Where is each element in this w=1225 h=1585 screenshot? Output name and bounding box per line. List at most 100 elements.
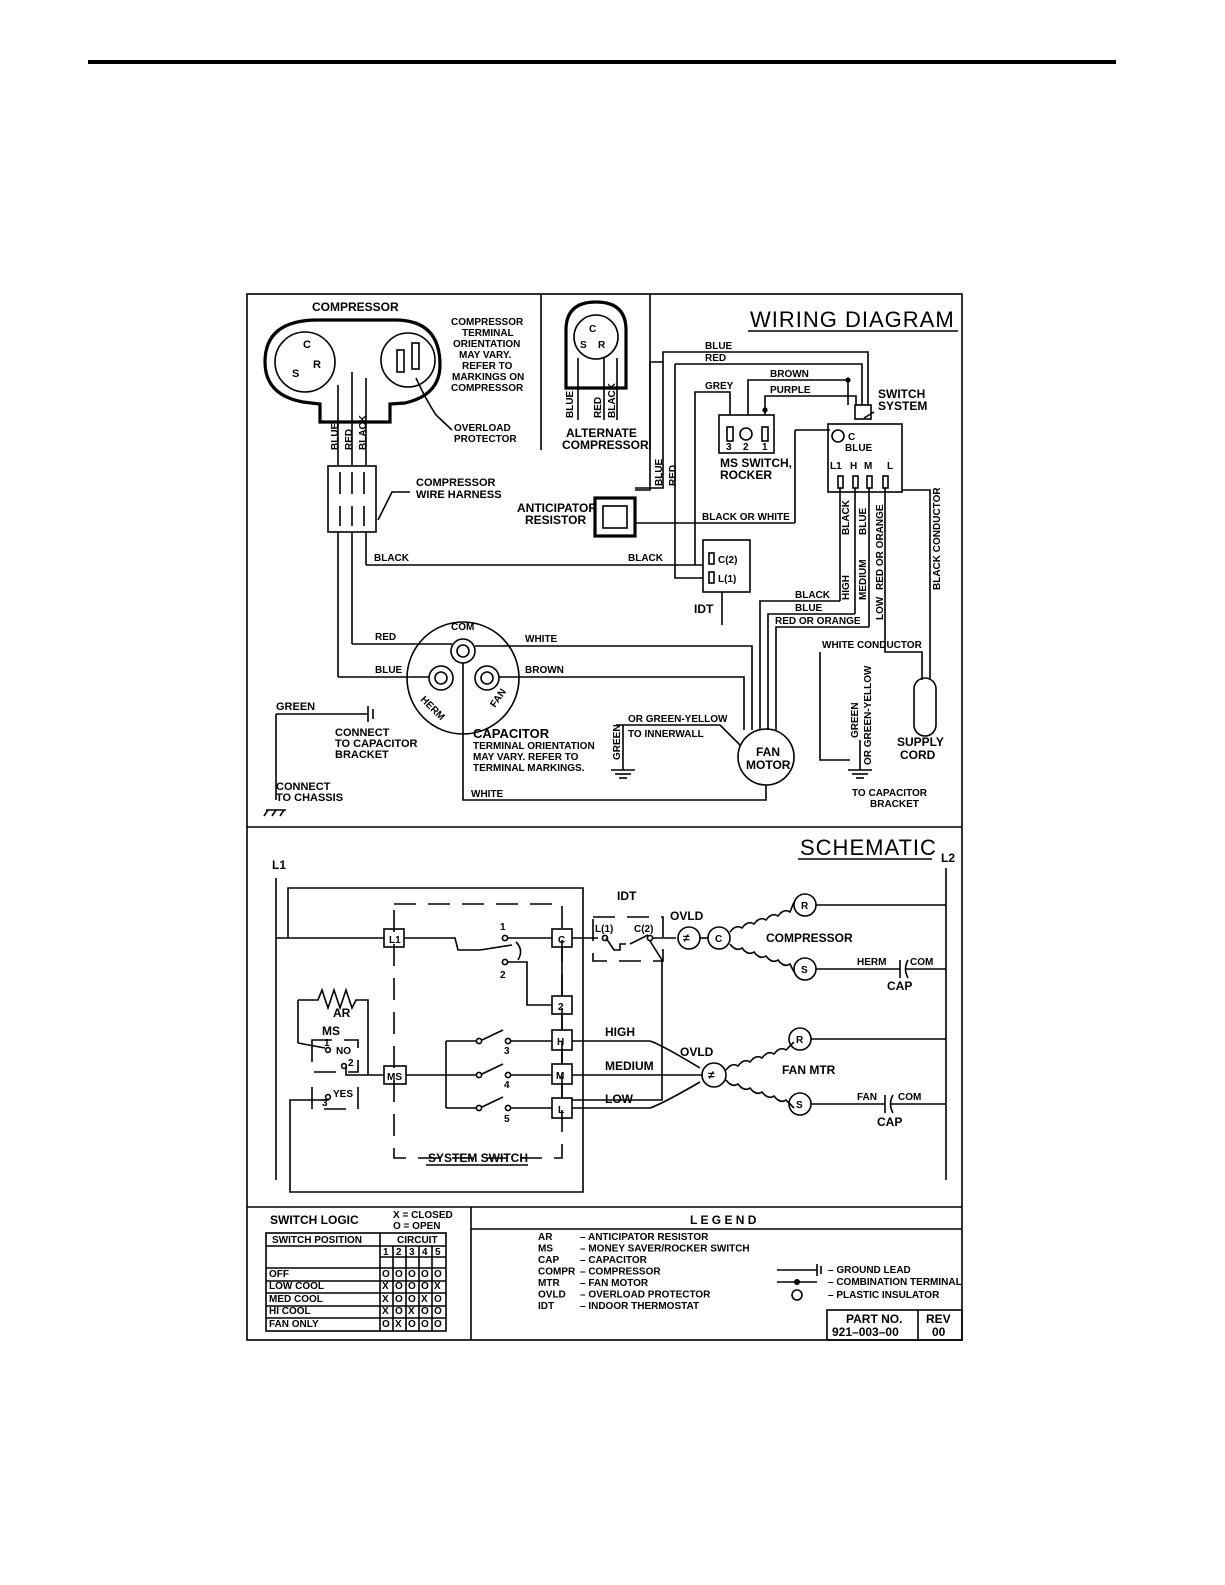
wire-brown — [499, 676, 745, 730]
switch-blue-label: BLUE — [845, 443, 873, 454]
fan-cap-label: CAP — [877, 1115, 902, 1129]
key-open: O = OPEN — [393, 1221, 441, 1232]
contact-point — [601, 934, 609, 942]
circuit-state-cell: O — [408, 1281, 416, 1292]
circuit-state-cell: X — [382, 1281, 389, 1292]
cap-herm-label: HERM — [857, 957, 886, 968]
compressor-run-label: R — [801, 901, 809, 912]
wire-label-red: RED — [668, 465, 679, 486]
alt-compressor-label: ALTERNATE COMPRESSOR — [562, 426, 649, 452]
green-yellow-label: OR GREEN-YELLOW — [863, 665, 874, 765]
contact-1: 1 — [500, 922, 506, 933]
cap-fan-terminal — [474, 665, 500, 691]
circuit-header: 5 — [435, 1247, 441, 1258]
switch-c-terminal — [831, 429, 845, 443]
low-label: LOW — [605, 1092, 634, 1106]
switch-pin-m: M — [864, 461, 872, 472]
fan-motor — [737, 728, 795, 786]
overload-contact — [396, 349, 405, 373]
white-conductor-label: WHITE CONDUCTOR — [822, 640, 923, 651]
wire — [287, 887, 584, 938]
green-label: GREEN — [276, 701, 315, 713]
wire-red-or-orange — [775, 626, 869, 730]
switch-system-label: SWITCH SYSTEM — [878, 387, 929, 413]
idt-pin — [708, 552, 715, 565]
fan-start-label: S — [796, 1100, 803, 1111]
circuit-state-cell: O — [434, 1269, 442, 1280]
legend-ground-lead: – GROUND LEAD — [828, 1265, 911, 1276]
green-label: GREEN — [850, 702, 861, 738]
fan-mtr-label: FAN MTR — [782, 1063, 836, 1077]
harness-wire-red: RED — [344, 429, 355, 450]
legend-combination-terminal: – COMBINATION TERMINAL — [828, 1277, 962, 1288]
part-number-box — [826, 1309, 963, 1341]
part-no-value: 921–003–00 — [832, 1325, 899, 1339]
switch-logic-table — [265, 1232, 447, 1332]
contact-3: 3 — [504, 1046, 510, 1057]
wire-label-brown: BROWN — [770, 369, 809, 380]
circuit-state-cell: O — [421, 1319, 429, 1330]
wire-red — [635, 362, 664, 489]
legend-plastic-insulator: – PLASTIC INSULATOR — [828, 1290, 940, 1301]
alt-terminal-c: C — [589, 324, 596, 335]
to-innerwall-label: TO INNERWALL — [628, 729, 704, 740]
switch-pin-l1: L1 — [830, 461, 842, 472]
anticipator-label: ANTICIPATOR RESISTOR — [517, 501, 600, 527]
ms-switch-label: MS SWITCH, ROCKER — [720, 456, 795, 482]
black-conductor-label: BLACK CONDUCTOR — [932, 487, 943, 590]
circuit-header: 1 — [383, 1247, 389, 1258]
compressor-label: COMPRESSOR — [312, 300, 399, 314]
circuit-header: 4 — [422, 1247, 428, 1258]
idt-boundary — [592, 916, 664, 962]
wire-purple — [764, 395, 857, 415]
switch-position-cell: HI COOL — [269, 1306, 311, 1317]
alt-wire-black: BLACK — [607, 382, 618, 418]
legend-abbr: AR — [538, 1232, 553, 1243]
ms-pin — [761, 426, 769, 442]
wire-label-red-or-orange: RED OR ORANGE — [775, 616, 861, 627]
wire-label-black: BLACK — [374, 553, 410, 564]
contact-point — [475, 1037, 483, 1045]
ms-pin-2: 2 — [743, 442, 749, 453]
plastic-insulator-symbol — [791, 1289, 803, 1301]
switch-contact-l-label: L — [558, 1105, 564, 1116]
circuit-header: 2 — [396, 1247, 402, 1258]
wire-white — [462, 663, 767, 801]
switch-contact-l1-label: L1 — [389, 935, 401, 946]
wire-label-red: RED — [705, 353, 726, 364]
anticipator-resistor — [298, 987, 369, 1075]
ms-yes-label: YES — [333, 1089, 353, 1100]
chassis-ground-symbol — [271, 809, 277, 817]
wire-blue — [767, 613, 855, 730]
legend-abbr: MS — [538, 1244, 553, 1255]
ar-label: AR — [333, 1006, 351, 1020]
key-closed: X = CLOSED — [393, 1210, 453, 1221]
switch-pin — [866, 475, 873, 489]
fan-start-winding — [725, 1079, 795, 1109]
circuit-state-cell: O — [434, 1294, 442, 1305]
ms-label: MS — [322, 1024, 340, 1038]
overload-protector-symbol — [380, 332, 436, 388]
fan-cap-fan-label: FAN — [857, 1092, 877, 1103]
legend-desc: – INDOOR THERMOSTAT — [580, 1301, 699, 1312]
circuit-state-cell: X — [382, 1294, 389, 1305]
fan-ovld-symbol: ≠ — [708, 1068, 715, 1082]
compressor-common — [707, 926, 731, 950]
wire-label-grey: GREY — [705, 381, 734, 392]
wire-red — [674, 364, 703, 579]
chassis-ground-symbol — [279, 809, 285, 817]
legend-desc: – FAN MOTOR — [580, 1278, 649, 1289]
cap-fan-terminal — [480, 671, 494, 685]
switch-position-cell: FAN ONLY — [269, 1319, 319, 1330]
wire-label-blue: BLUE — [858, 507, 869, 535]
wire-white — [475, 645, 753, 730]
to-cap-bracket-label: TO CAPACITOR BRACKET — [852, 788, 930, 810]
fan-ovld-node — [701, 1062, 727, 1088]
cap-com-label: COM — [451, 622, 474, 633]
wire-label-blue: BLUE — [375, 665, 403, 676]
cap-herm-terminal — [428, 665, 454, 691]
wire-red — [675, 363, 863, 405]
wire-high — [572, 1040, 701, 1069]
